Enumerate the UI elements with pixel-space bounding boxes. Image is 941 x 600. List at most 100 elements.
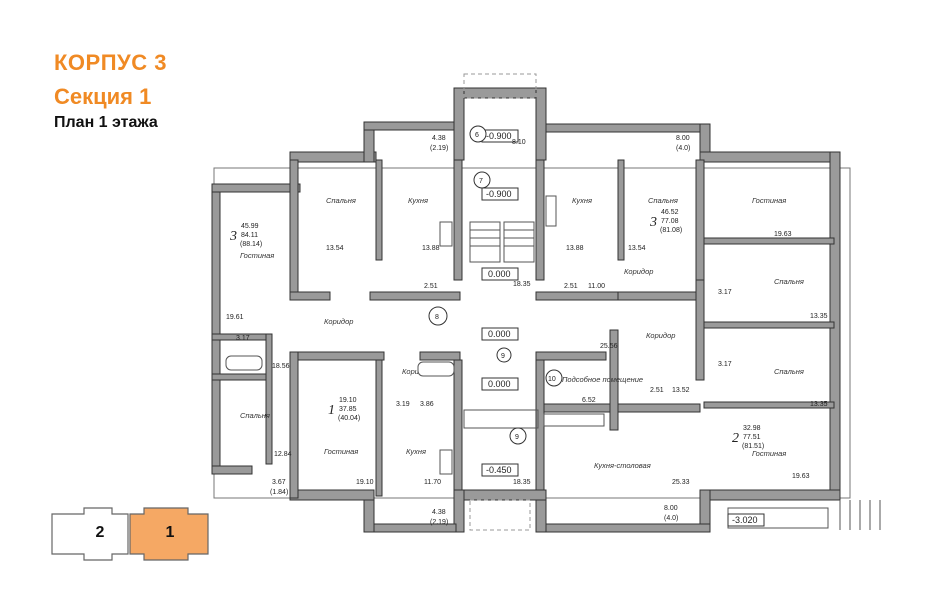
room-label: Гостиная <box>752 449 786 458</box>
apartment-area: 46.52 <box>661 209 679 216</box>
room-label: Коридор <box>646 331 675 340</box>
level-label: 0.000 <box>488 379 511 389</box>
room-area: 13.88 <box>422 245 440 252</box>
room-label: Гостиная <box>752 196 786 205</box>
apartment-area: (81.51) <box>742 443 764 450</box>
room-label: Коридор <box>324 317 353 326</box>
marker-label: 9 <box>515 434 519 441</box>
section-1-button[interactable]: 1 <box>165 524 175 541</box>
room-area: 13.88 <box>566 245 584 252</box>
section-2-button[interactable]: 2 <box>95 524 105 541</box>
room-area: (4.0) <box>676 145 690 152</box>
marker-label: 8 <box>435 314 439 321</box>
room-label: Кухня <box>572 196 592 205</box>
room-label: Спальня <box>774 277 804 286</box>
room-label: Спальня <box>774 367 804 376</box>
marker-label: 7 <box>479 178 483 185</box>
room-area: 19.63 <box>774 231 792 238</box>
marker-label: 9 <box>501 353 505 360</box>
room-area: 12.84 <box>274 451 292 458</box>
room-label: Гостиная <box>324 447 358 456</box>
room-area: (2.19) <box>430 519 448 526</box>
room-area: 13.54 <box>326 245 344 252</box>
section-2-shape[interactable] <box>51 507 129 561</box>
level-box <box>481 463 519 477</box>
room-area: 3.17 <box>236 335 250 342</box>
plan-title: План 1 этажа <box>54 114 158 131</box>
stairs <box>463 221 539 429</box>
apartment-area: 84.11 <box>241 232 258 239</box>
room-area: 19.63 <box>792 473 810 480</box>
room-area: 11.70 <box>424 479 441 486</box>
room-area: 8.00 <box>676 135 690 142</box>
room-area: 4.38 <box>432 135 446 142</box>
room-area: 19.61 <box>226 314 244 321</box>
room-label: Коридор <box>402 367 431 376</box>
inner-walls <box>211 159 835 497</box>
level-box <box>481 187 519 201</box>
room-label: Спальня <box>648 196 678 205</box>
apartment-area: 45.99 <box>241 223 259 230</box>
room-area: 2.51 <box>424 283 438 290</box>
room-area: 13.52 <box>672 387 690 394</box>
room-area: 6.52 <box>582 397 596 404</box>
level-label: -0.450 <box>486 465 512 475</box>
apartment-area: 32.98 <box>743 425 761 432</box>
room-area: 3.67 <box>272 479 286 486</box>
room-area: (4.0) <box>664 515 678 522</box>
level-label: -3.020 <box>732 515 758 525</box>
outer-walls <box>211 87 841 533</box>
room-label: Спальня <box>240 411 270 420</box>
apartment-area: (88.14) <box>240 241 262 248</box>
room-area: 18.35 <box>513 479 531 486</box>
room-area: 13.54 <box>628 245 646 252</box>
room-area: 13.35 <box>810 401 828 408</box>
entrance-canopy-bottom <box>469 499 531 531</box>
room-area: 8.10 <box>512 139 526 146</box>
apartment-area: (81.08) <box>660 227 682 234</box>
room-label: Подсобное помещение <box>562 375 643 384</box>
level-box <box>481 327 519 341</box>
room-area: 8.00 <box>664 505 678 512</box>
level-label: 0.000 <box>488 269 511 279</box>
room-area: (2.19) <box>430 145 448 152</box>
room-area: 11.00 <box>588 283 605 290</box>
apartment-number: 3 <box>229 229 237 244</box>
room-area: (1.84) <box>270 489 288 496</box>
room-label: Спальня <box>326 196 356 205</box>
level-box <box>481 267 519 281</box>
apartment-area: (40.04) <box>338 415 360 422</box>
apartment-number: 1 <box>328 403 335 418</box>
room-area: 3.17 <box>718 289 732 296</box>
room-area: 19.10 <box>356 479 374 486</box>
apartment-number: 2 <box>732 431 739 446</box>
room-area: 18.56 <box>272 363 290 370</box>
room-area: 25.56 <box>600 343 618 350</box>
room-area: 3.17 <box>718 361 732 368</box>
room-area: 18.35 <box>513 281 531 288</box>
room-area: 2.51 <box>564 283 578 290</box>
level-label: -0.900 <box>486 131 512 141</box>
level-label: 0.000 <box>488 329 511 339</box>
section-1-shape[interactable] <box>129 507 209 561</box>
apartment-area: 37.85 <box>339 406 357 413</box>
room-label: Кухня-столовая <box>594 461 651 470</box>
fixtures <box>225 195 605 475</box>
room-label: Кухня <box>408 196 428 205</box>
entrance-canopy-top <box>463 73 537 99</box>
room-area: 4.38 <box>432 509 446 516</box>
room-area: 3.86 <box>420 401 434 408</box>
space-markers <box>428 125 563 445</box>
room-area: 25.33 <box>672 479 690 486</box>
marker-label: 10 <box>548 376 556 383</box>
room-area: 13.35 <box>810 313 828 320</box>
room-area: 2.51 <box>650 387 664 394</box>
level-box <box>481 377 519 391</box>
apartment-area: 77.08 <box>661 218 679 225</box>
room-label: Гостиная <box>240 251 274 260</box>
room-label: Кухня <box>406 447 426 456</box>
marker-label: 6 <box>475 132 479 139</box>
level-label: -0.900 <box>486 189 512 199</box>
apartment-area: 19.10 <box>339 397 357 404</box>
